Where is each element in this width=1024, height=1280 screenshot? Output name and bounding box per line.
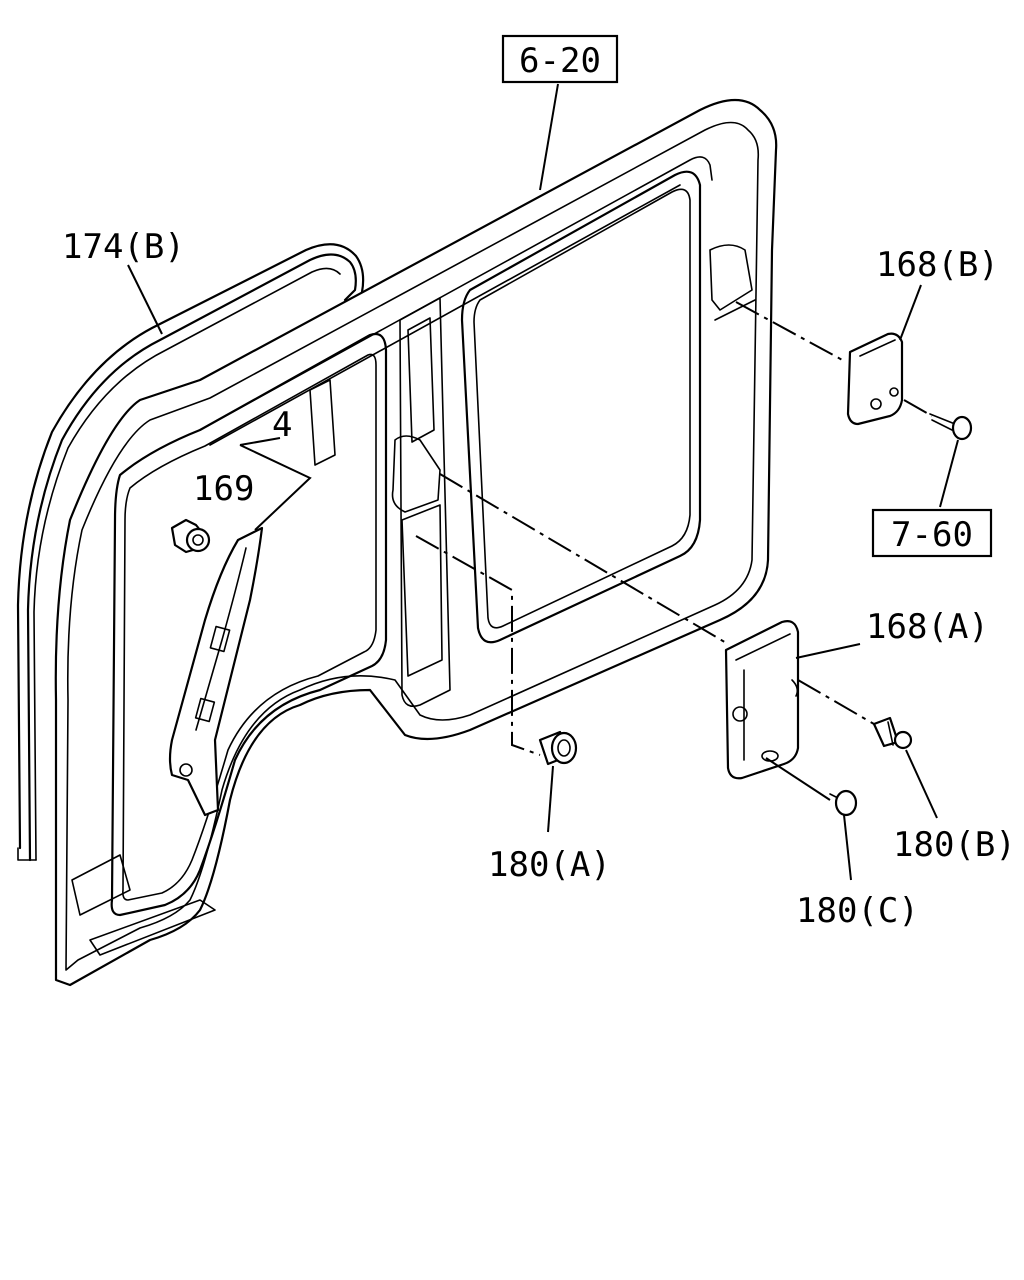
reference-6-20-label: 6-20 — [519, 41, 601, 81]
part-label-180b: 180(B) — [893, 825, 1016, 865]
reference-7-60-label: 7-60 — [891, 515, 973, 555]
clip-169 — [170, 518, 211, 554]
pillar-trim-4 — [168, 526, 264, 817]
part-label-169: 169 — [193, 469, 254, 509]
reference-box-6-20[interactable]: 6-20 — [501, 34, 619, 84]
part-label-168b: 168(B) — [876, 245, 999, 285]
part-label-4: 4 — [272, 405, 292, 445]
side-panel — [54, 99, 778, 987]
clip-180b — [872, 716, 913, 750]
alignment-guides — [415, 301, 933, 756]
clip-180c — [829, 789, 858, 817]
leader-lines — [127, 83, 959, 881]
reference-box-7-60[interactable]: 7-60 — [871, 508, 993, 558]
cover-168b — [846, 332, 904, 426]
part-label-168a: 168(A) — [866, 607, 989, 647]
screw-7-60 — [929, 413, 973, 441]
part-label-180c: 180(C) — [796, 891, 919, 931]
part-label-174b: 174(B) — [62, 227, 185, 267]
weatherstrip-174b — [16, 243, 365, 862]
part-label-180a: 180(A) — [488, 845, 611, 885]
cover-168a — [724, 620, 800, 780]
clip-180a — [538, 730, 578, 766]
